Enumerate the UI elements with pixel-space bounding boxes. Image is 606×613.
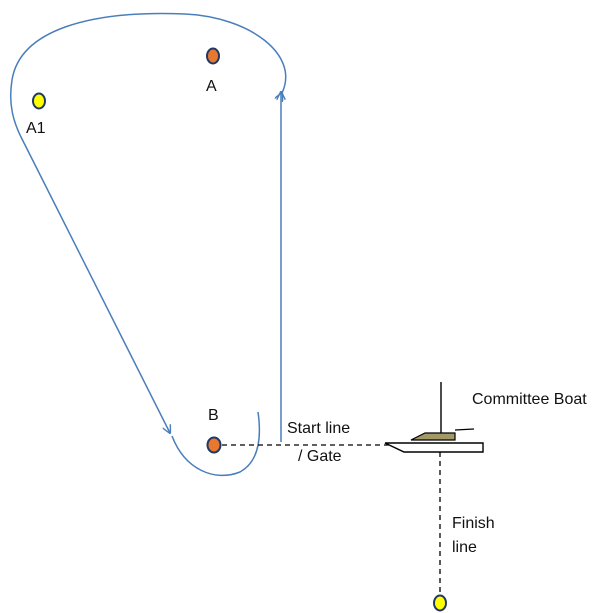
mark-b-label: B	[208, 407, 219, 424]
finish-line-label-2: line	[452, 539, 477, 556]
start-line-label-2: / Gate	[298, 448, 342, 465]
mark-a-label: A	[206, 78, 217, 95]
boat-rail	[454, 428, 475, 431]
boat-hull	[384, 442, 484, 453]
committee-boat-label: Committee Boat	[472, 391, 587, 408]
mark-a	[206, 47, 220, 65]
course-path-rounding-b	[171, 411, 261, 477]
course-path-upwind-rounding	[9, 12, 287, 136]
start-line-label-1: Start line	[287, 420, 350, 437]
mark-a1	[32, 92, 46, 110]
committee-boat	[384, 382, 484, 453]
mark-a1-label: A1	[26, 120, 46, 137]
finish-line-label-1: Finish	[452, 515, 495, 532]
mark-finish	[433, 594, 447, 612]
boat-cabin	[410, 432, 456, 441]
course-path-downwind	[19, 134, 170, 433]
mark-b	[206, 436, 222, 454]
